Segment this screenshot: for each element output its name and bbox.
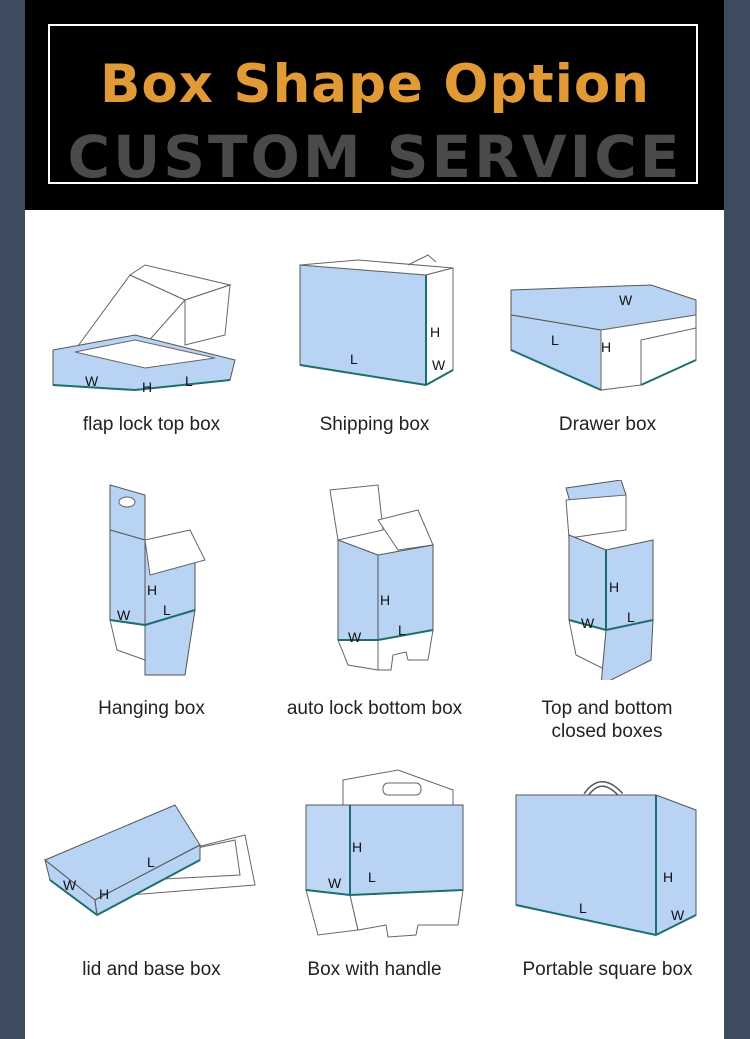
svg-text:H: H xyxy=(663,869,673,885)
box-label: Hanging box xyxy=(98,698,205,719)
content-panel: Box Shape Option CUSTOM SERVICE W H L fl… xyxy=(25,0,724,1039)
page-title: Box Shape Option xyxy=(99,54,651,115)
svg-text:W: W xyxy=(619,292,633,308)
lid-and-base-box-icon: W H L xyxy=(44,804,256,917)
svg-text:L: L xyxy=(368,869,376,885)
box-grid: W H L flap lock top box L H W Shipping b… xyxy=(25,210,724,1039)
svg-text:H: H xyxy=(142,379,152,395)
box-card: W H L Top and bottom closed boxes xyxy=(491,480,724,742)
svg-text:L: L xyxy=(185,373,193,389)
box-label: lid and base box xyxy=(82,959,221,980)
header-banner: Box Shape Option CUSTOM SERVICE xyxy=(25,0,724,210)
box-label: Box with handle xyxy=(307,959,442,980)
box-label: flap lock top box xyxy=(82,414,221,435)
handle-box-icon: W H L xyxy=(305,769,464,938)
svg-text:W: W xyxy=(348,629,362,645)
portable-square-box-icon: L H W xyxy=(515,781,697,936)
svg-text:H: H xyxy=(99,886,109,902)
box-card: W L H Drawer box xyxy=(491,240,724,440)
svg-text:L: L xyxy=(147,854,155,870)
svg-text:L: L xyxy=(163,602,171,618)
svg-text:W: W xyxy=(328,875,342,891)
box-label: Shipping box xyxy=(319,414,430,435)
svg-text:H: H xyxy=(352,839,362,855)
box-card: W H L Box with handle xyxy=(258,765,491,1005)
auto-lock-bottom-box-icon: W H L xyxy=(329,484,434,671)
svg-text:W: W xyxy=(85,373,99,389)
flap-lock-top-box-icon: W H L xyxy=(52,264,236,395)
box-label: auto lock bottom box xyxy=(286,698,463,719)
svg-text:W: W xyxy=(117,607,131,623)
svg-text:H: H xyxy=(147,582,157,598)
box-label: Drawer box xyxy=(558,414,657,435)
svg-text:W: W xyxy=(581,615,595,631)
svg-text:H: H xyxy=(601,339,611,355)
top-bottom-closed-box-icon: W H L xyxy=(565,480,654,680)
box-card: W H L lid and base box xyxy=(35,765,268,1005)
svg-text:L: L xyxy=(398,622,406,638)
box-card: L H W Shipping box xyxy=(258,240,491,440)
svg-text:W: W xyxy=(432,357,446,373)
header-frame: Box Shape Option CUSTOM SERVICE xyxy=(48,24,698,191)
shipping-box-icon: L H W xyxy=(299,254,454,386)
box-card: L H W Portable square box xyxy=(491,765,724,1005)
svg-text:H: H xyxy=(430,324,440,340)
svg-text:L: L xyxy=(350,351,358,367)
box-card: W H L flap lock top box xyxy=(35,240,268,440)
svg-text:L: L xyxy=(551,332,559,348)
hanging-box-icon: W H L xyxy=(109,484,206,676)
svg-text:H: H xyxy=(380,592,390,608)
svg-text:L: L xyxy=(579,900,587,916)
box-label: Top and bottom closed boxes xyxy=(541,698,673,742)
drawer-box-icon: W L H xyxy=(510,284,697,391)
svg-text:L: L xyxy=(627,609,635,625)
svg-text:W: W xyxy=(63,877,77,893)
box-card: W H L auto lock bottom box xyxy=(258,480,491,720)
svg-text:H: H xyxy=(609,579,619,595)
box-card: W H L Hanging box xyxy=(35,480,268,720)
box-label: Portable square box xyxy=(522,959,693,980)
page-subtitle: CUSTOM SERVICE xyxy=(67,123,683,191)
svg-text:W: W xyxy=(671,907,685,923)
